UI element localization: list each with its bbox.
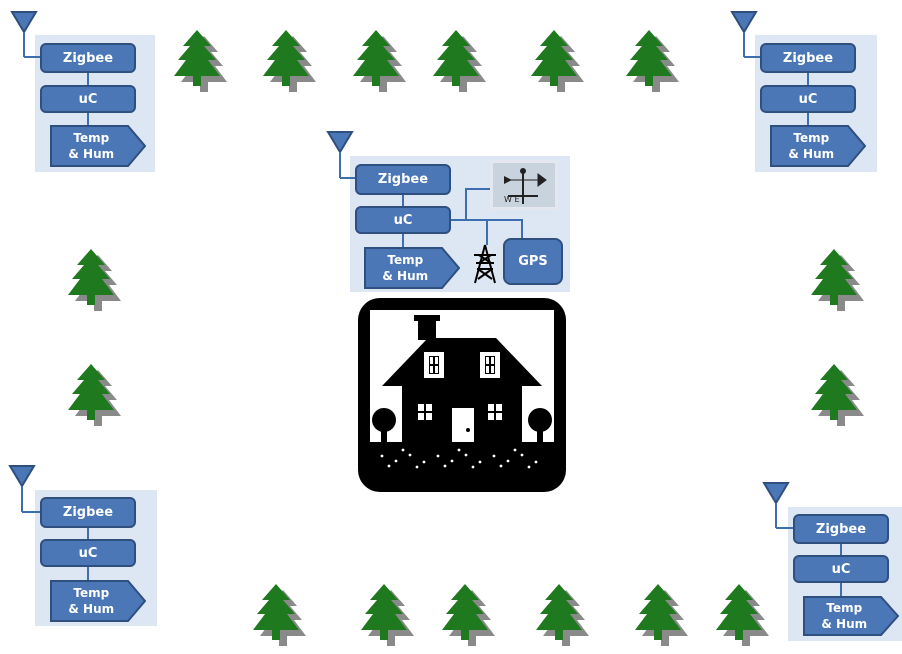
gps-module: GPS (503, 238, 563, 285)
connector-line (486, 219, 522, 221)
temp-hum-sensor: Temp& Hum (50, 125, 146, 167)
sensor-label-line2: & Hum (68, 601, 114, 617)
connector-line (87, 567, 89, 580)
temp-hum-sensor: Temp& Hum (364, 247, 460, 289)
connector-line (486, 219, 488, 245)
zigbee-module: Zigbee (355, 164, 451, 195)
connector-line (807, 73, 809, 85)
microcontroller-module: uC (40, 85, 136, 113)
connector-line (465, 188, 490, 190)
pine-tree-icon (432, 28, 488, 100)
pine-tree-icon (441, 582, 497, 654)
connector-line (402, 195, 404, 206)
temp-hum-sensor: Temp& Hum (770, 125, 866, 167)
zigbee-module: Zigbee (40, 497, 136, 528)
connector-line (87, 73, 89, 85)
pine-tree-icon (352, 28, 408, 100)
connector-line (807, 113, 809, 125)
temp-hum-sensor: Temp& Hum (803, 596, 899, 636)
connector-line (87, 113, 89, 125)
sensor-label-line2: & Hum (788, 146, 834, 162)
sensor-label-line2: & Hum (382, 268, 428, 284)
microcontroller-module: uC (793, 555, 889, 583)
connector-line (87, 528, 89, 539)
pine-tree-icon (67, 247, 123, 319)
pine-tree-icon (530, 28, 586, 100)
zigbee-module: Zigbee (40, 43, 136, 73)
microcontroller-module: uC (40, 539, 136, 567)
pine-tree-icon (634, 582, 690, 654)
pine-tree-icon (810, 247, 866, 319)
sensor-label-line1: Temp (73, 585, 109, 601)
pine-tree-icon (810, 362, 866, 434)
zigbee-module: Zigbee (760, 43, 856, 73)
sensor-label-line1: Temp (793, 130, 829, 146)
connector-line (840, 583, 842, 596)
pine-tree-icon (625, 28, 681, 100)
connector-line (840, 544, 842, 555)
weather-vane-icon: W E (490, 160, 558, 210)
pine-tree-icon (173, 28, 229, 100)
zigbee-module: Zigbee (793, 514, 889, 544)
microcontroller-module: uC (760, 85, 856, 113)
pine-tree-icon (262, 28, 318, 100)
sensor-label-line2: & Hum (68, 146, 114, 162)
sensor-label-line1: Temp (387, 252, 423, 268)
connector-line (402, 234, 404, 247)
pine-tree-icon (715, 582, 771, 654)
pine-tree-icon (360, 582, 416, 654)
sensor-label-line1: Temp (826, 600, 862, 616)
connector-line (521, 219, 523, 239)
microcontroller-module: uC (355, 206, 451, 234)
pine-tree-icon (252, 582, 308, 654)
connector-line (451, 219, 487, 221)
sensor-label-line1: Temp (73, 130, 109, 146)
vane-letters: W E (504, 195, 520, 204)
pine-tree-icon (67, 362, 123, 434)
temp-hum-sensor: Temp& Hum (50, 580, 146, 622)
transmission-tower-icon (470, 243, 500, 285)
pine-tree-icon (535, 582, 591, 654)
sensor-label-line2: & Hum (821, 616, 867, 632)
connector-line (465, 188, 467, 219)
house-icon (358, 298, 566, 492)
